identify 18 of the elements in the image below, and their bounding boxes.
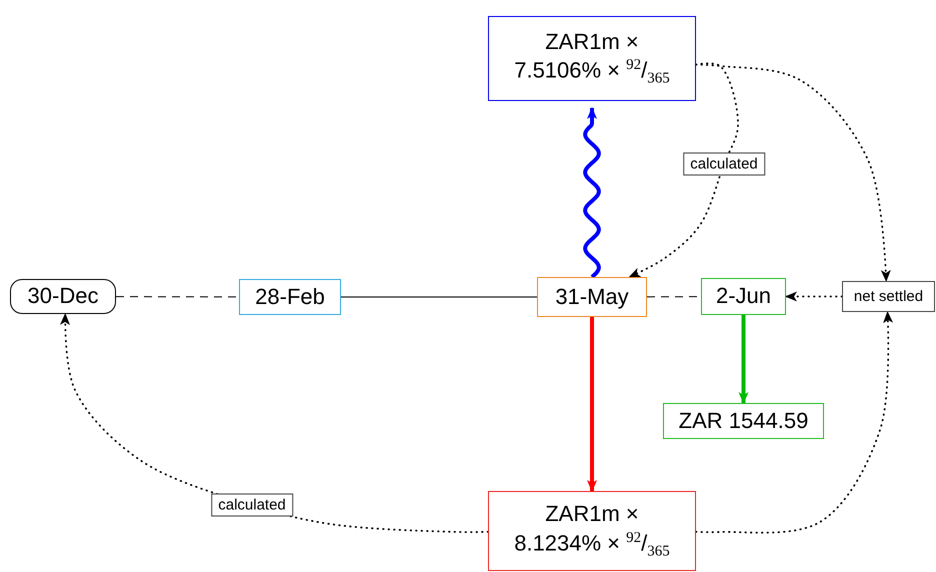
amount-box: ZAR 1544.59 [663,403,824,439]
arrow [583,106,601,279]
arrow [587,317,597,492]
payment-box: ZAR1m × 8.1234% × $^{92}$/$_{365}$ [488,491,696,571]
arrow [785,292,843,302]
settlement-box: net settled [842,281,935,312]
arrow [695,64,891,282]
arrow [695,311,894,534]
edge-label: calculated [683,152,765,176]
date-box: 30-Dec [10,279,116,314]
payment-box: ZAR1m × 7.5106% × $^{92}$/$_{365}$ [488,16,696,101]
date-box: 31-May [537,277,647,317]
edge-label: calculated [211,494,293,516]
arrow [628,62,739,278]
arrow [738,315,748,404]
date-box: 28-Feb [239,279,341,315]
connector-line [340,296,538,298]
date-box: 2-Jun [701,278,786,315]
